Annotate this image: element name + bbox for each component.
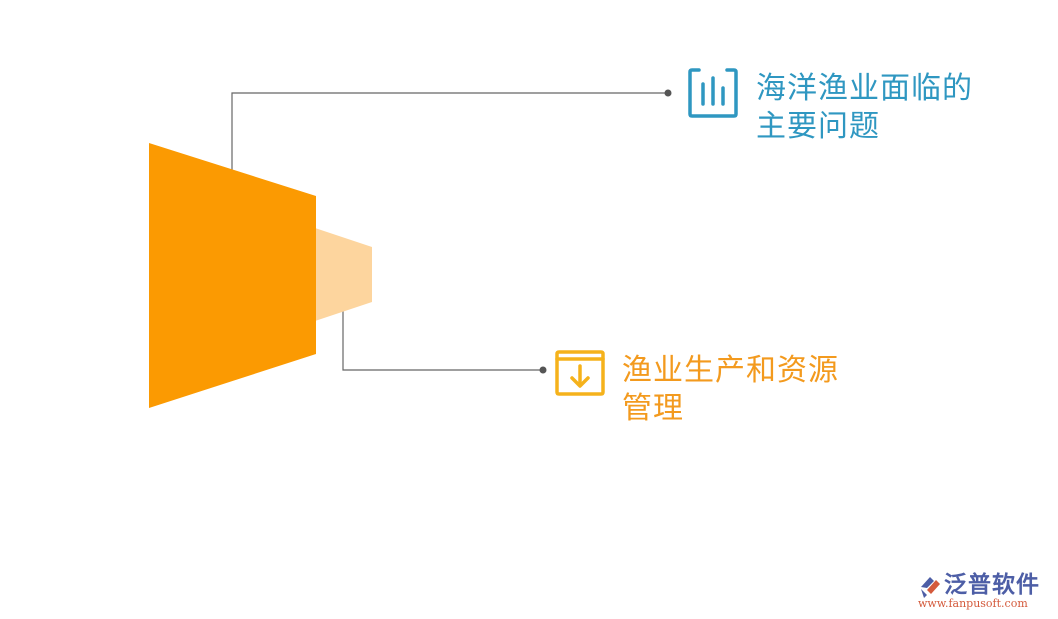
connector-dot-1	[664, 89, 672, 97]
item-label-1: 海洋渔业面临的 主要问题	[756, 70, 973, 146]
watermark-name: 泛普软件	[944, 572, 1040, 598]
download-box-icon	[555, 350, 605, 396]
connector-line-2	[342, 310, 543, 371]
watermark: 泛普软件 www.fanpusoft.com	[918, 570, 1048, 614]
large-trapezoid	[149, 143, 316, 408]
connector-line-1	[231, 92, 668, 172]
fanpu-logo-icon	[921, 577, 940, 598]
item-label-1-line-2: 主要问题	[756, 109, 880, 144]
bar-chart-icon	[688, 68, 738, 118]
connector-dot-2	[539, 366, 547, 374]
small-trapezoid	[315, 228, 372, 321]
item-label-1-line-1: 海洋渔业面临的	[756, 71, 973, 106]
item-label-2-line-2: 管理	[622, 391, 684, 426]
item-label-2-line-1: 渔业生产和资源	[622, 353, 839, 388]
watermark-url: www.fanpusoft.com	[918, 597, 1028, 610]
item-label-2: 渔业生产和资源 管理	[622, 352, 839, 428]
